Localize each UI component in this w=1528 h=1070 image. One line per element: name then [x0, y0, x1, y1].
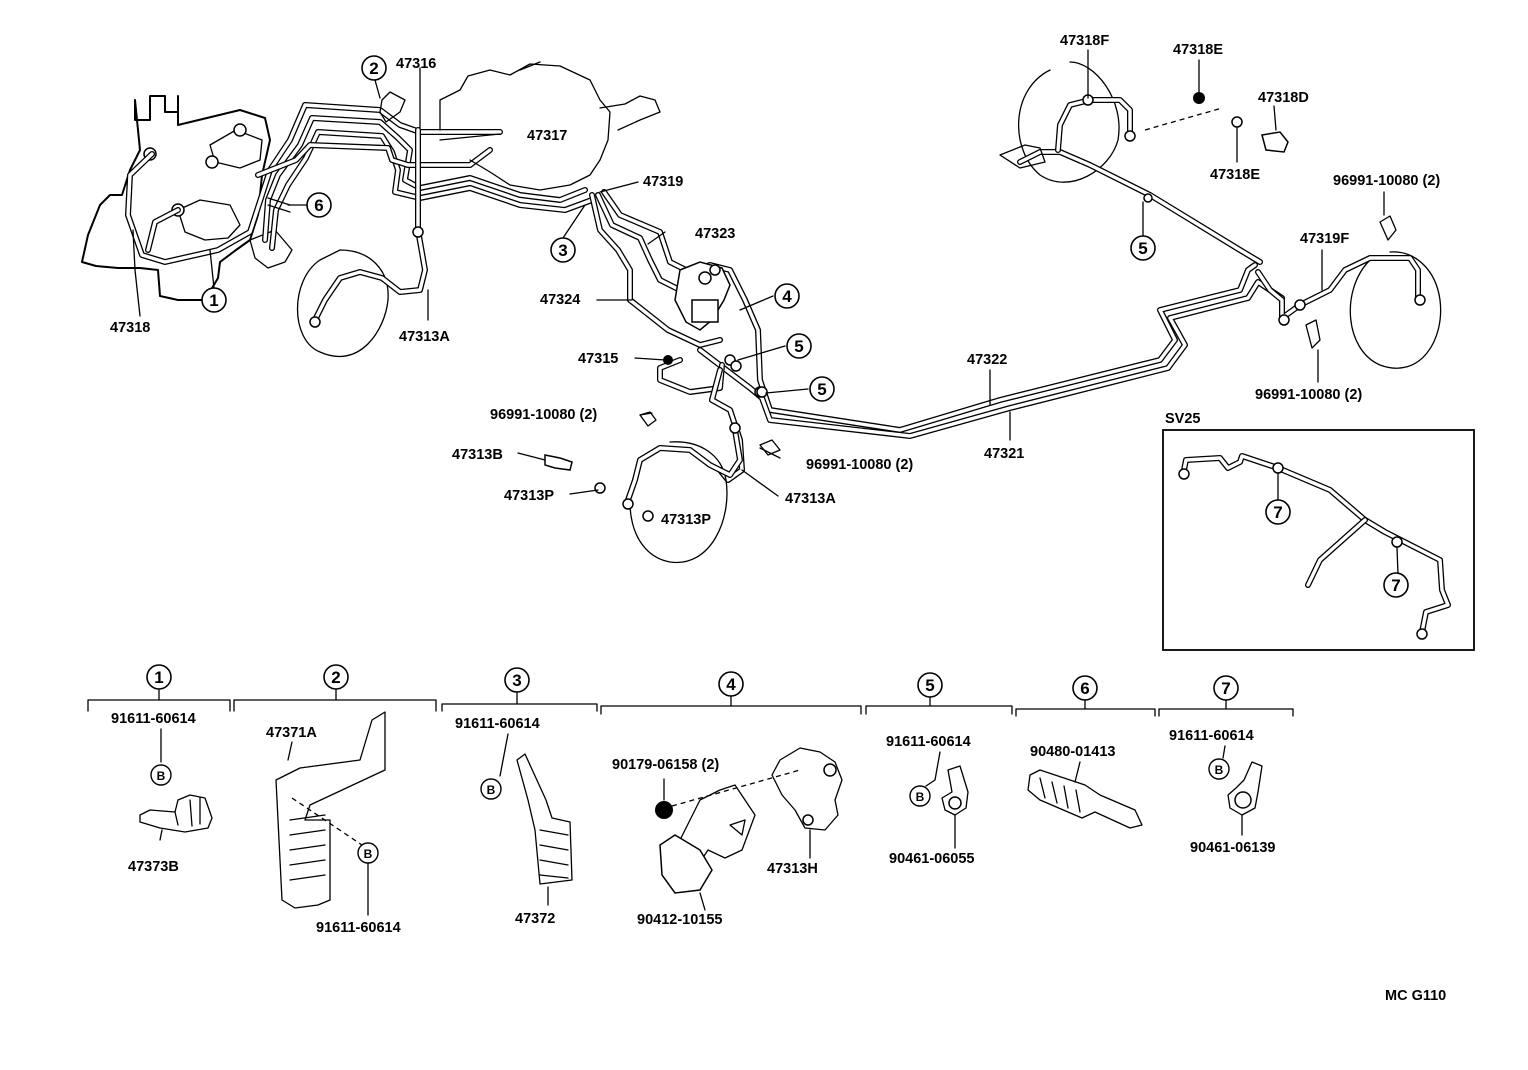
detail-number: 3 — [512, 671, 521, 690]
detail-7-part-top: 91611-60614 — [1169, 728, 1254, 744]
callout-2-top: 2 — [361, 55, 387, 81]
detail-3-part-bottom: 47372 — [515, 911, 555, 927]
label-47321: 47321 — [984, 446, 1024, 462]
detail-2: 2 47371A B 91611-60614 — [266, 664, 401, 936]
detail-2-part-bottom: 91611-60614 — [316, 920, 401, 936]
leader-lines — [132, 49, 1399, 575]
callout-4-top: 4 — [774, 283, 800, 309]
detail-number: 6 — [1080, 679, 1089, 698]
label-96991-10080-d: 96991-10080 (2) — [1255, 387, 1362, 403]
label-47318D: 47318D — [1258, 90, 1309, 106]
callout-5-top-c: 5 — [1130, 235, 1156, 261]
b-symbol: B — [1215, 763, 1224, 777]
label-47318E-b: 47318E — [1210, 167, 1260, 183]
center-lines — [589, 189, 1285, 483]
detail-7: 7 91611-60614 B 90461-06139 — [1169, 675, 1275, 856]
label-47315: 47315 — [578, 351, 618, 367]
proportioning-valve — [663, 261, 766, 398]
callout-number: 5 — [794, 337, 803, 356]
detail-4: 4 90179-06158 (2) 47313H 90412-10155 — [612, 671, 843, 928]
label-47319F: 47319F — [1300, 231, 1349, 247]
callout-7-inset-a: 7 — [1265, 499, 1291, 525]
detail-5-part-top: 91611-60614 — [886, 734, 971, 750]
label-47316: 47316 — [396, 56, 436, 72]
right-front-hose — [622, 422, 743, 564]
detail-6-part-top: 90480-01413 — [1030, 744, 1115, 760]
front-brake-lines — [125, 91, 595, 265]
callout-1-top: 1 — [201, 287, 227, 313]
detail-3-part-top: 91611-60614 — [455, 716, 540, 732]
label-47322: 47322 — [967, 352, 1007, 368]
callout-number: 7 — [1391, 576, 1400, 595]
left-front-hose — [296, 226, 428, 358]
detail-4-part-c: 90412-10155 — [637, 912, 722, 928]
detail-6: 6 90480-01413 — [1027, 675, 1143, 829]
label-47324: 47324 — [540, 292, 580, 308]
joint-marker — [756, 386, 768, 398]
label-47313P-b: 47313P — [661, 512, 711, 528]
sv25-inset — [1162, 429, 1475, 651]
b-symbol: B — [487, 783, 496, 797]
b-symbol: B — [157, 769, 166, 783]
detail-5: 5 91611-60614 B 90461-06055 — [886, 672, 974, 867]
callout-number: 7 — [1273, 503, 1282, 522]
callout-5-top-a: 5 — [786, 333, 812, 359]
callout-number: 5 — [817, 380, 826, 399]
detail-1: 1 91611-60614 B 47373B — [111, 664, 213, 875]
callout-6-top: 6 — [306, 192, 332, 218]
detail-number: 5 — [925, 676, 934, 695]
label-47313B: 47313B — [452, 447, 503, 463]
label-47313P-a: 47313P — [504, 488, 554, 504]
detail-1-part-top: 91611-60614 — [111, 711, 196, 727]
callout-number: 4 — [782, 287, 792, 306]
rear-left-wheel — [999, 61, 1289, 265]
detail-5-part-bottom: 90461-06055 — [889, 851, 974, 867]
label-47319: 47319 — [643, 174, 683, 190]
detail-4-part-b: 47313H — [767, 861, 818, 877]
detail-4-part-a: 90179-06158 (2) — [612, 757, 719, 773]
detail-number: 7 — [1221, 679, 1230, 698]
detail-7-part-bottom: 90461-06139 — [1190, 840, 1275, 856]
label-96991-10080-b: 96991-10080 (2) — [806, 457, 913, 473]
label-47318E-a: 47318E — [1173, 42, 1223, 58]
callout-number: 2 — [369, 59, 378, 78]
callout-number: 1 — [209, 291, 218, 310]
label-96991-10080-a: 96991-10080 (2) — [490, 407, 597, 423]
rear-right-wheel — [1143, 193, 1442, 369]
diagram-code: MC G110 — [1385, 988, 1446, 1004]
detail-2-part-top: 47371A — [266, 725, 317, 741]
detail-1-part-bottom: 47373B — [128, 859, 179, 875]
callout-7-inset-b: 7 — [1383, 572, 1409, 598]
label-47317: 47317 — [527, 128, 567, 144]
brake-booster — [439, 61, 661, 191]
callout-number: 5 — [1138, 239, 1147, 258]
joint-marker — [730, 360, 742, 372]
detail-number: 1 — [154, 668, 163, 687]
label-sv25: SV25 — [1165, 411, 1200, 427]
label-47323: 47323 — [695, 226, 735, 242]
small-parts-center — [544, 411, 781, 522]
detail-brackets — [87, 689, 1294, 717]
b-symbol: B — [364, 847, 373, 861]
detail-3: 3 91611-60614 B 47372 — [455, 667, 573, 927]
detail-number: 4 — [726, 675, 736, 694]
label-47313A-left: 47313A — [399, 329, 450, 345]
label-47318F: 47318F — [1060, 33, 1109, 49]
detail-number: 2 — [331, 668, 340, 687]
callout-number: 6 — [314, 196, 323, 215]
callout-3-top: 3 — [550, 237, 576, 263]
label-47313A-right: 47313A — [785, 491, 836, 507]
b-symbol: B — [916, 790, 925, 804]
label-47318: 47318 — [110, 320, 150, 336]
callout-5-top-b: 5 — [809, 376, 835, 402]
callout-number: 3 — [558, 241, 567, 260]
label-96991-10080-c: 96991-10080 (2) — [1333, 173, 1440, 189]
